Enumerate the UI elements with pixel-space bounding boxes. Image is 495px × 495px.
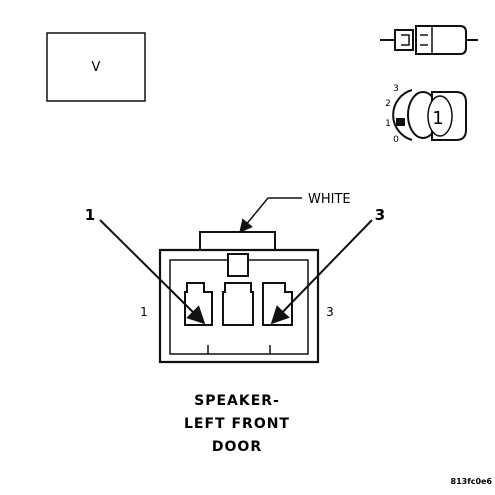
lock-position-label: 2 bbox=[385, 99, 391, 109]
lock-selected-label: 1 bbox=[432, 108, 443, 129]
view-indicator-box: V bbox=[46, 32, 146, 102]
lock-position-label: 0 bbox=[393, 135, 399, 145]
pin-cavity bbox=[222, 282, 254, 326]
pin-callout-right: 3 bbox=[270, 206, 385, 325]
figure-id: 813fc0e6 bbox=[451, 477, 493, 486]
connector-color-label: WHITE bbox=[308, 192, 351, 207]
pin-callout-left: 1 bbox=[85, 206, 206, 325]
connector-title: SPEAKER- LEFT FRONT DOOR bbox=[184, 393, 290, 455]
pin-callout-right-label: 3 bbox=[375, 206, 385, 224]
title-line: DOOR bbox=[212, 439, 262, 455]
cavity-number-right: 3 bbox=[326, 305, 334, 319]
connector-halves-icon bbox=[380, 25, 478, 55]
lock-position-label: 3 bbox=[393, 84, 399, 94]
view-label: V bbox=[92, 60, 101, 75]
color-callout: WHITE bbox=[239, 192, 351, 234]
lock-position-icon: 3 2 1 0 1 bbox=[385, 84, 467, 145]
lock-position-label: 1 bbox=[385, 119, 391, 129]
title-line: SPEAKER- bbox=[194, 393, 280, 409]
title-line: LEFT FRONT bbox=[184, 416, 290, 432]
cavity-number-left: 1 bbox=[140, 305, 148, 319]
pin-callout-left-label: 1 bbox=[85, 206, 95, 224]
